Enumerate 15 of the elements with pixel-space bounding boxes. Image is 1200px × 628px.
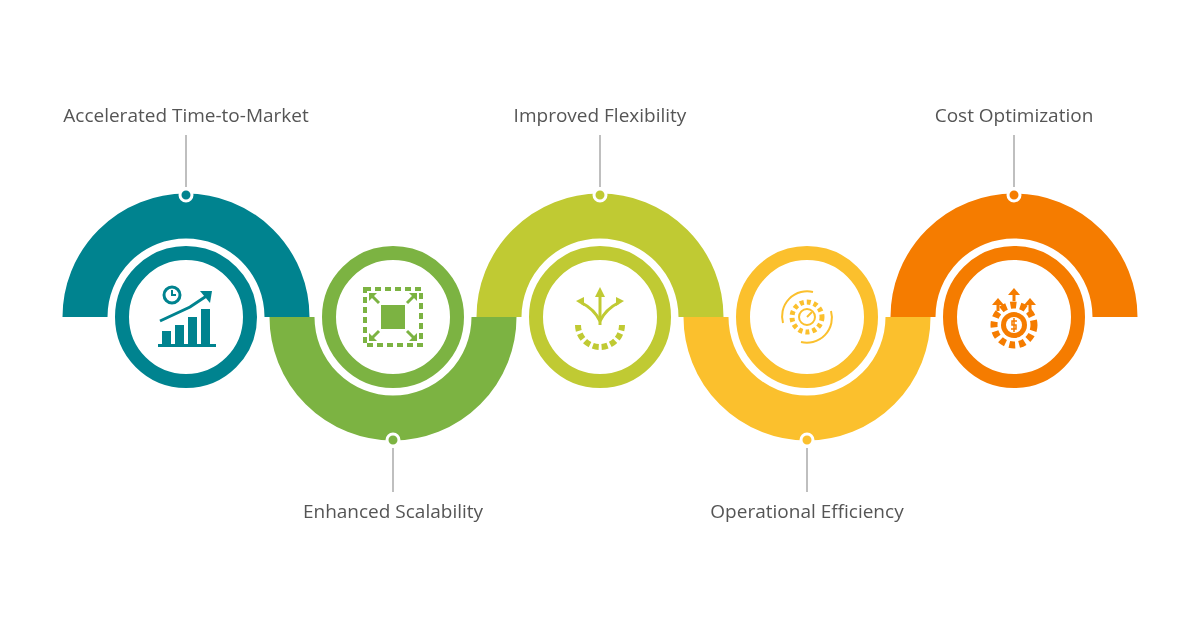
leader-line	[1013, 134, 1015, 188]
leader-line	[599, 134, 601, 188]
marker-dot	[385, 432, 401, 448]
marker-dot	[592, 187, 608, 203]
step-label: Operational Efficiency	[710, 499, 904, 523]
marker-dot	[1006, 187, 1022, 203]
step-label: Improved Flexibility	[513, 103, 687, 127]
step-label: Cost Optimization	[934, 103, 1094, 127]
marker-dot	[178, 187, 194, 203]
leader-line	[185, 134, 187, 188]
marker-dot	[799, 432, 815, 448]
leader-line	[806, 447, 808, 493]
step-label: Enhanced Scalability	[302, 499, 484, 523]
leader-line	[392, 447, 394, 493]
step-label: Accelerated Time-to-Market	[63, 103, 309, 127]
